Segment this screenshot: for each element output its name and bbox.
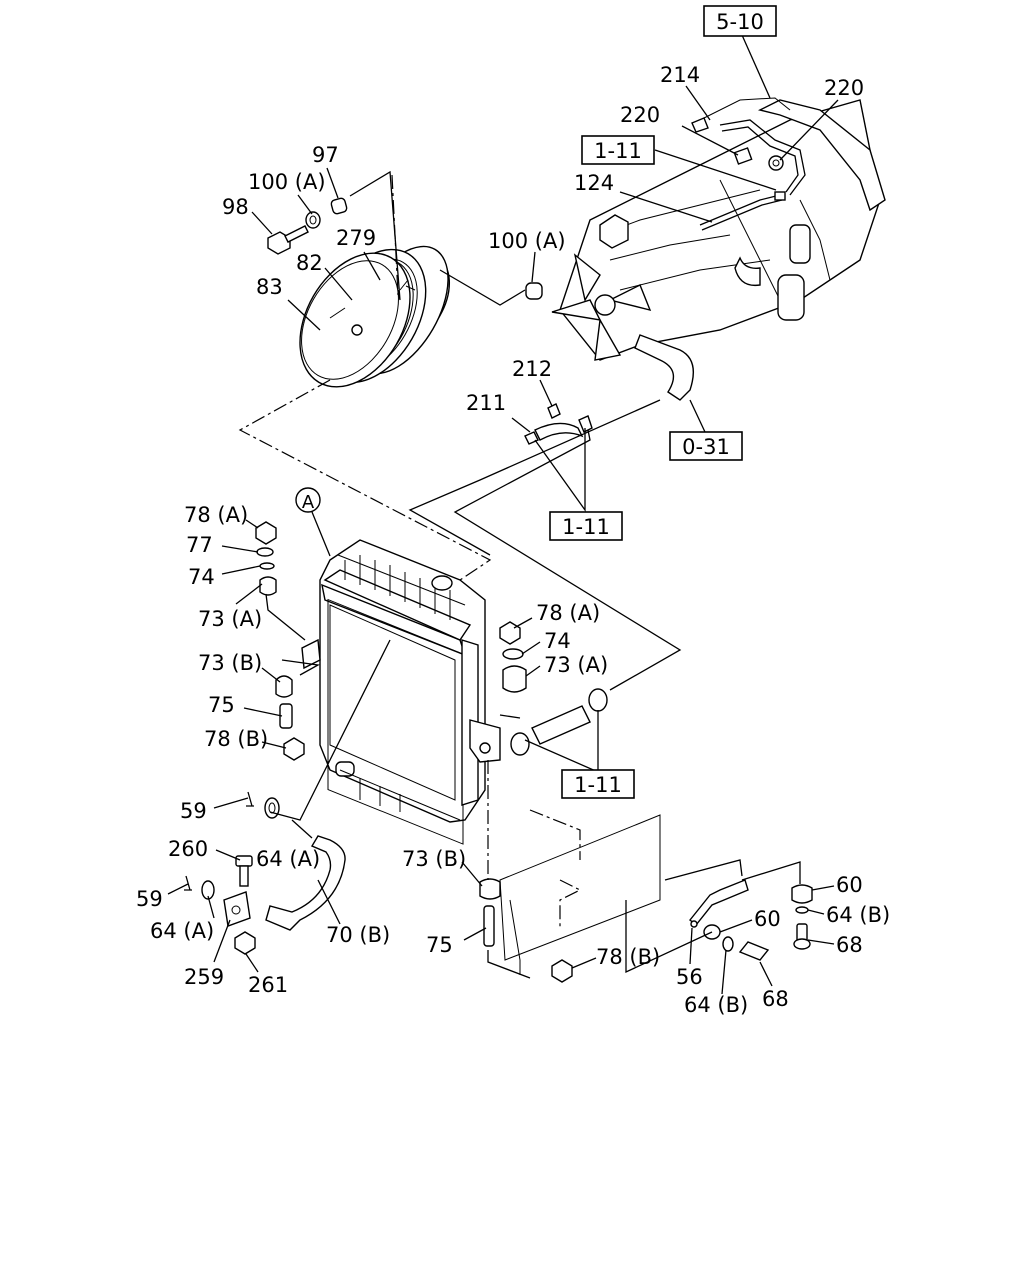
- radiator-drawing: [301, 539, 521, 845]
- part-label-60-right: 60: [836, 873, 863, 897]
- part-label-261: 261: [248, 973, 288, 997]
- part-label-64b-bottom: 64 (B): [684, 993, 748, 1017]
- callout-a-marker: A: [295, 487, 321, 513]
- ref-text-1-11-mid: 1-11: [562, 515, 610, 539]
- part-label-82: 82: [296, 251, 323, 275]
- part-label-100a-mid: 100 (A): [488, 229, 566, 253]
- part-label-64a-mid: 64 (A): [256, 847, 320, 871]
- reference-box-5-10[interactable]: 5-10: [703, 5, 777, 37]
- part-label-70b: 70 (B): [326, 923, 390, 947]
- part-label-64a-left: 64 (A): [150, 919, 214, 943]
- ref-text-5-10: 5-10: [716, 10, 764, 34]
- ref-text-0-31: 0-31: [682, 435, 730, 459]
- part-label-68-right: 68: [836, 933, 863, 957]
- part-label-56: 56: [676, 965, 703, 989]
- part-label-73b-left: 73 (B): [198, 651, 262, 675]
- part-label-279: 279: [336, 226, 376, 250]
- part-label-220-left: 220: [620, 103, 660, 127]
- reference-box-1-11-top[interactable]: 1-11: [581, 135, 655, 165]
- part-label-124: 124: [574, 171, 614, 195]
- part-label-212: 212: [512, 357, 552, 381]
- part-label-260: 260: [168, 837, 208, 861]
- drain-hose-parts: [184, 791, 346, 955]
- part-label-68-bottom: 68: [762, 987, 789, 1011]
- radiator-mount-parts-left: [255, 521, 305, 761]
- part-label-78b-bottom: 78 (B): [596, 945, 660, 969]
- leader-lines: [167, 34, 839, 995]
- part-label-211: 211: [466, 391, 506, 415]
- engine-block-drawing: [551, 97, 886, 401]
- part-label-83: 83: [256, 275, 283, 299]
- reference-box-1-11-mid[interactable]: 1-11: [549, 511, 623, 541]
- part-label-98: 98: [222, 195, 249, 219]
- part-label-73b-bottom: 73 (B): [402, 847, 466, 871]
- part-label-73a-left: 73 (A): [198, 607, 262, 631]
- ref-text-1-11-top: 1-11: [594, 139, 642, 163]
- part-label-100a-top: 100 (A): [248, 170, 326, 194]
- part-label-73a-right: 73 (A): [544, 653, 608, 677]
- part-labels: 214 220 220 124 97 100 (A) 98 279 100 (A…: [136, 63, 890, 1017]
- shroud-bolt-parts: [267, 197, 543, 300]
- part-label-259: 259: [184, 965, 224, 989]
- ref-text-1-11-bottom: 1-11: [574, 773, 622, 797]
- part-label-78a-right: 78 (A): [536, 601, 600, 625]
- part-label-64b-right: 64 (B): [826, 903, 890, 927]
- part-label-59-top: 59: [180, 799, 207, 823]
- radiator-mount-parts-right: [499, 621, 608, 756]
- coolant-hose-drawing: [524, 403, 593, 445]
- part-label-220-top: 220: [824, 76, 864, 100]
- part-label-59-bottom: 59: [136, 887, 163, 911]
- part-label-74-left: 74: [188, 565, 215, 589]
- part-label-60-mid: 60: [754, 907, 781, 931]
- part-label-77: 77: [186, 533, 213, 557]
- part-label-97: 97: [312, 143, 339, 167]
- reference-box-1-11-bottom[interactable]: 1-11: [561, 769, 635, 799]
- part-label-75-left: 75: [208, 693, 235, 717]
- frame-member-drawing: [479, 809, 813, 983]
- part-label-75-bottom: 75: [426, 933, 453, 957]
- part-label-78b-left: 78 (B): [204, 727, 268, 751]
- part-label-214: 214: [660, 63, 700, 87]
- callout-a-text: A: [302, 492, 315, 513]
- part-label-74-right: 74: [544, 629, 571, 653]
- part-label-78a-left: 78 (A): [184, 503, 248, 527]
- reference-box-0-31[interactable]: 0-31: [669, 431, 743, 461]
